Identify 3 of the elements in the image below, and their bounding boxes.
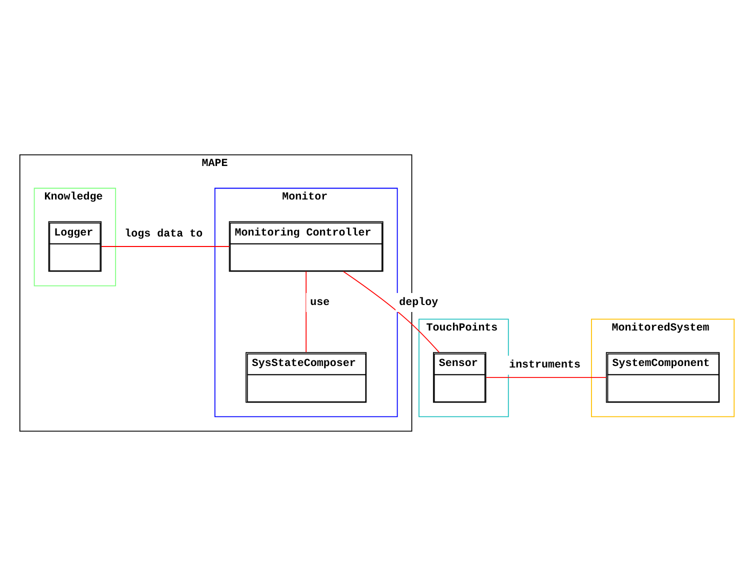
edge-label: instruments [509, 360, 581, 372]
edge-label: use [310, 296, 330, 309]
edge-label: logs data to [124, 228, 203, 241]
